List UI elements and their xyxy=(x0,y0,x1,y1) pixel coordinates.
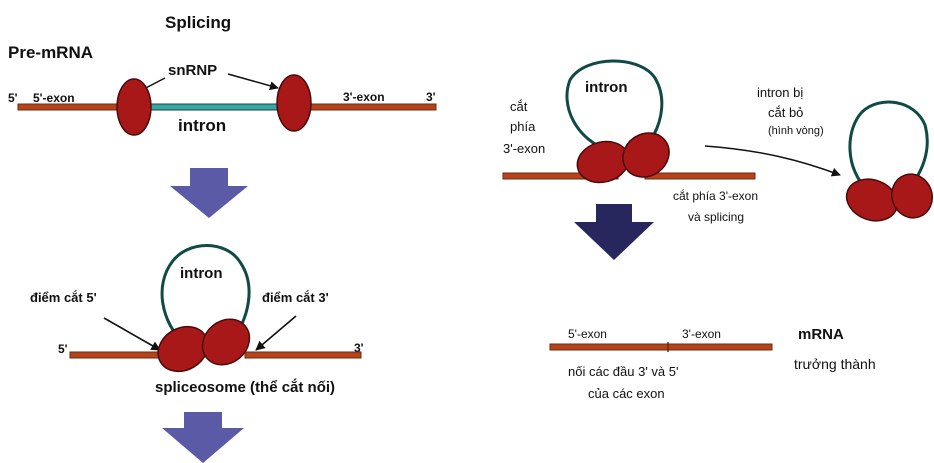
removed-intron-line3: (hình vòng) xyxy=(768,125,824,137)
step-arrow-1 xyxy=(170,168,248,218)
cut-site-3-label: điểm cắt 3' xyxy=(262,290,329,305)
lariat-loop xyxy=(848,100,929,194)
five-prime-label-2: 5' xyxy=(58,342,68,356)
cut-site-5-label: điểm cắt 5' xyxy=(30,290,97,305)
spliceosome-label: spliceosome (thể cắt nối) xyxy=(155,378,335,396)
five-prime-end-label: 5' xyxy=(8,91,18,105)
five-exon-label: 5'-exon xyxy=(33,91,75,105)
removed-intron-line1: intron bị xyxy=(757,85,803,100)
mature-mrna-strand xyxy=(549,343,773,351)
panel-mature-mrna: 5'-exon 3'-exon mRNA trưởng thành nối cá… xyxy=(549,326,876,401)
cut-left-line2: phía xyxy=(510,119,536,134)
panel-pre-mrna: Splicing Pre-mRNA snRNP 5' 5'-exon 3'-ex… xyxy=(8,13,437,136)
join-line2: của các exon xyxy=(588,386,665,401)
three-exon-label: 3'-exon xyxy=(343,90,385,104)
lariat-subunit-right xyxy=(891,173,933,219)
mrna-label: mRNA xyxy=(798,326,844,343)
intron-loop xyxy=(160,244,251,347)
three-exon-strand-3 xyxy=(644,172,756,180)
step-arrow-2 xyxy=(162,412,244,463)
intron-loop-3-label: intron xyxy=(585,79,628,96)
intron-strand xyxy=(135,103,297,111)
panel-lariat-release: intron cắt phía 3'-exon intron bị cắt bỏ… xyxy=(502,59,933,224)
three-exon-strand-2 xyxy=(244,351,362,359)
cut-right-line1: cắt phía 3'-exon xyxy=(673,188,758,203)
intron-label: intron xyxy=(178,116,226,135)
snrnp-label: snRNP xyxy=(168,62,217,79)
removed-intron-line2: cắt bỏ xyxy=(768,105,803,120)
panel-spliceosome: intron điểm cắt 5' điểm cắt 3' 5' 3' spl… xyxy=(30,244,364,396)
release-arrow xyxy=(704,145,841,177)
three-prime-end-label: 3' xyxy=(426,90,436,104)
snrnp-pointer-right xyxy=(227,73,279,91)
cut-right-line2: và splicing xyxy=(688,210,744,224)
step-arrow-3 xyxy=(574,204,654,260)
cut-left-line3: 3'-exon xyxy=(503,141,545,156)
three-exon-strand xyxy=(295,103,437,111)
three-prime-label-2: 3' xyxy=(354,341,364,355)
intron-loop-3 xyxy=(565,59,664,154)
snrnp-right xyxy=(276,74,312,132)
five-exon-label-4: 5'-exon xyxy=(568,327,607,341)
cut-left-line1: cắt xyxy=(510,99,528,114)
spliceosome-subunit-right xyxy=(201,318,251,366)
three-exon-label-4: 3'-exon xyxy=(682,327,721,341)
intron-loop-label: intron xyxy=(180,265,223,282)
join-line1: nối các đầu 3' và 5' xyxy=(568,364,678,379)
mature-label: trưởng thành xyxy=(794,356,876,372)
pre-mrna-label: Pre-mRNA xyxy=(8,43,93,62)
spliceosome-right-3 xyxy=(622,132,670,178)
cut-site-3-pointer xyxy=(255,315,297,351)
cut-site-5-pointer xyxy=(103,317,161,351)
snrnp-left xyxy=(116,78,152,136)
splicing-title: Splicing xyxy=(165,13,231,32)
